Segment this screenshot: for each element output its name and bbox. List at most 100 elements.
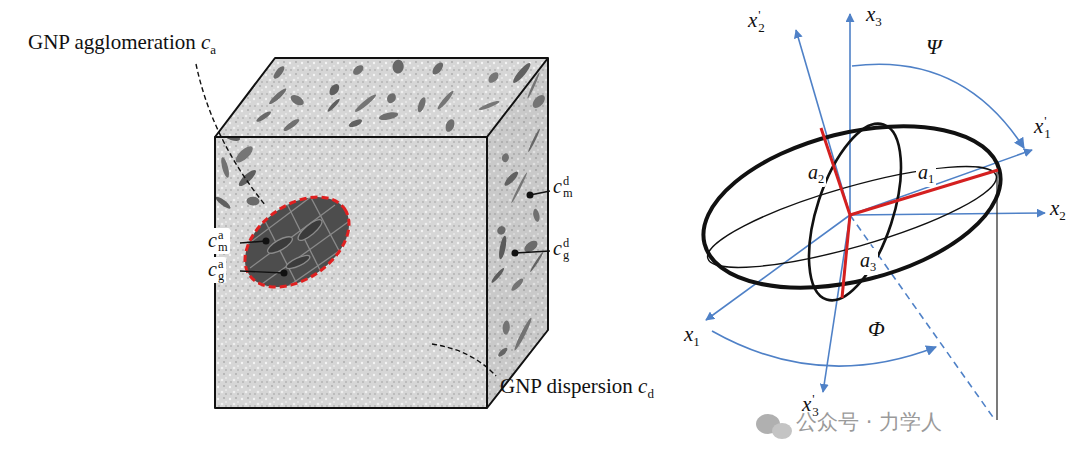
gnp-platelet	[126, 160, 135, 179]
gnp-platelet	[220, 157, 231, 179]
gnp-platelet	[52, 246, 65, 266]
gnp-platelet	[98, 245, 108, 261]
projection-drop	[996, 172, 997, 420]
gnp-platelet	[255, 110, 272, 124]
agglomeration-region	[228, 178, 365, 305]
gnp-platelet	[498, 232, 507, 262]
math-symbol: a	[918, 161, 928, 183]
subscript: 1	[693, 334, 700, 349]
gnp-platelet	[214, 195, 232, 210]
gnp-platelet	[513, 317, 534, 350]
gnp-group	[228, 57, 538, 133]
gnp-platelet	[267, 88, 289, 106]
label-group: 公众号 · 力学人	[796, 410, 942, 435]
gnp-platelet	[233, 144, 255, 166]
script-stack: am	[218, 229, 228, 254]
subscript: g	[563, 249, 569, 261]
ellipsoid-outline	[687, 98, 1018, 315]
subscript: 3	[870, 260, 876, 274]
math-symbol: c	[201, 30, 210, 54]
label-group: cdm	[553, 174, 573, 200]
gnp-platelet	[431, 61, 445, 76]
leader-line	[515, 251, 550, 253]
subscript: m	[563, 187, 573, 199]
gnp-platelet	[163, 135, 178, 144]
gnp-platelet	[245, 22, 257, 35]
axis-x1-prime	[850, 150, 1032, 215]
gnp-platelet	[21, 156, 41, 172]
cube-edge	[215, 58, 548, 137]
subscript: 1	[1044, 127, 1051, 140]
cube-right-face	[487, 58, 548, 408]
cube-edges	[215, 58, 548, 408]
math-symbol: c	[208, 258, 217, 280]
gnp-platelet	[445, 118, 454, 134]
gnp-platelet	[491, 265, 505, 286]
gnp-platelet	[201, 121, 214, 130]
leader-line	[240, 271, 284, 273]
gnp-platelet	[166, 87, 190, 108]
leader-dot	[281, 270, 288, 277]
hatch-line	[262, 215, 300, 290]
gnp-platelet	[4, 59, 26, 76]
agglomeration-boundary	[228, 178, 365, 305]
angle-symbol: Ψ	[926, 34, 941, 59]
gnp-platelet	[2, 234, 17, 257]
ellipsoid-equator	[700, 147, 1005, 287]
gnp-platelet	[135, 217, 152, 238]
gnp-platelet	[329, 82, 339, 97]
superscript: a	[218, 229, 228, 241]
gnp-platelet	[20, 212, 37, 222]
subscript: g	[218, 270, 224, 282]
math-symbol: x	[1050, 196, 1059, 220]
math-symbol: a	[860, 249, 870, 271]
gnp-platelet	[530, 250, 544, 273]
cube-edge	[487, 58, 548, 408]
script-stack: dg	[563, 237, 569, 262]
gnp-platelet	[250, 47, 266, 67]
gnp-platelet	[176, 218, 191, 237]
script-stack: '2	[758, 8, 765, 34]
gnp-platelet	[522, 240, 540, 252]
gnp-platelet	[265, 234, 294, 257]
gnp-platelet	[164, 185, 177, 199]
superscript: '	[758, 8, 765, 21]
label-group: x'2	[748, 8, 765, 34]
agglomeration-hatch	[240, 190, 355, 292]
gnp-platelet	[149, 0, 166, 19]
gnp-platelet	[2, 3, 19, 25]
gnp-platelet	[246, 196, 259, 205]
superscript: '	[1044, 114, 1051, 127]
math-symbol: c	[553, 237, 562, 259]
script-stack: ag	[218, 258, 224, 283]
gnp-platelet	[219, 2, 242, 19]
subscript: m	[218, 241, 228, 253]
icon-bubble	[772, 423, 792, 439]
gnp-platelet	[225, 30, 238, 45]
superscript: d	[563, 175, 573, 187]
gnp-platelet	[326, 99, 342, 112]
gnp-platelet	[288, 93, 306, 107]
cube-front-face	[215, 137, 487, 408]
gnp-platelet	[97, 12, 105, 29]
projection-line	[850, 215, 995, 420]
gnp-platelet	[153, 253, 169, 263]
gnp-platelet	[510, 276, 525, 293]
leader-dot	[527, 192, 534, 199]
superscript: '	[812, 392, 819, 405]
gnp-platelet	[237, 66, 252, 82]
gnp-platelet	[377, 111, 401, 120]
subscript: 2	[818, 172, 824, 186]
gnp-platelet	[435, 91, 456, 110]
label-group: Φ	[868, 316, 885, 342]
subscript: 1	[928, 172, 934, 186]
gnp-platelet	[108, 222, 122, 239]
subscript: 3	[875, 14, 882, 29]
gnp-platelet	[142, 163, 167, 180]
gnp-platelet	[145, 194, 156, 212]
gnp-platelet	[532, 206, 541, 224]
watermark-icon	[756, 414, 792, 439]
leader-line	[432, 344, 496, 376]
label-group: cag	[206, 257, 226, 283]
gnp-platelet	[15, 187, 31, 197]
